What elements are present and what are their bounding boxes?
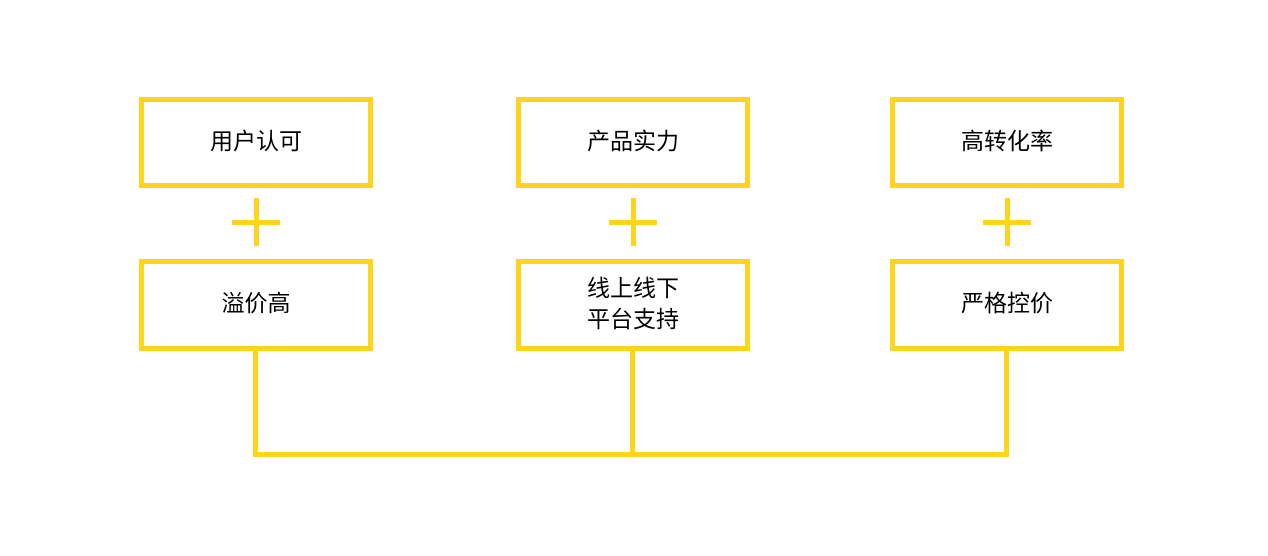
- plus-icon: [609, 198, 657, 246]
- box-high-premium: 溢价高: [139, 259, 373, 351]
- box-label: 用户认可: [210, 128, 302, 155]
- plus-icon: [232, 198, 280, 246]
- connector-horizontal-line: [253, 452, 1009, 457]
- box-label: 线上线下 平台支持: [587, 275, 679, 333]
- box-label: 严格控价: [961, 291, 1053, 318]
- box-label: 高转化率: [961, 128, 1053, 155]
- box-online-offline-platform-support: 线上线下 平台支持: [516, 259, 750, 351]
- box-user-recognition: 用户认可: [139, 97, 373, 188]
- plus-icon: [983, 198, 1031, 246]
- box-product-strength: 产品实力: [516, 97, 750, 188]
- box-strict-price-control: 严格控价: [890, 259, 1124, 351]
- box-label: 溢价高: [221, 291, 291, 318]
- connector-vertical-line: [630, 351, 635, 457]
- connector-vertical-line: [1004, 351, 1009, 457]
- box-label: 产品实力: [587, 128, 679, 155]
- box-high-conversion-rate: 高转化率: [890, 97, 1124, 188]
- connector-vertical-line: [253, 351, 258, 457]
